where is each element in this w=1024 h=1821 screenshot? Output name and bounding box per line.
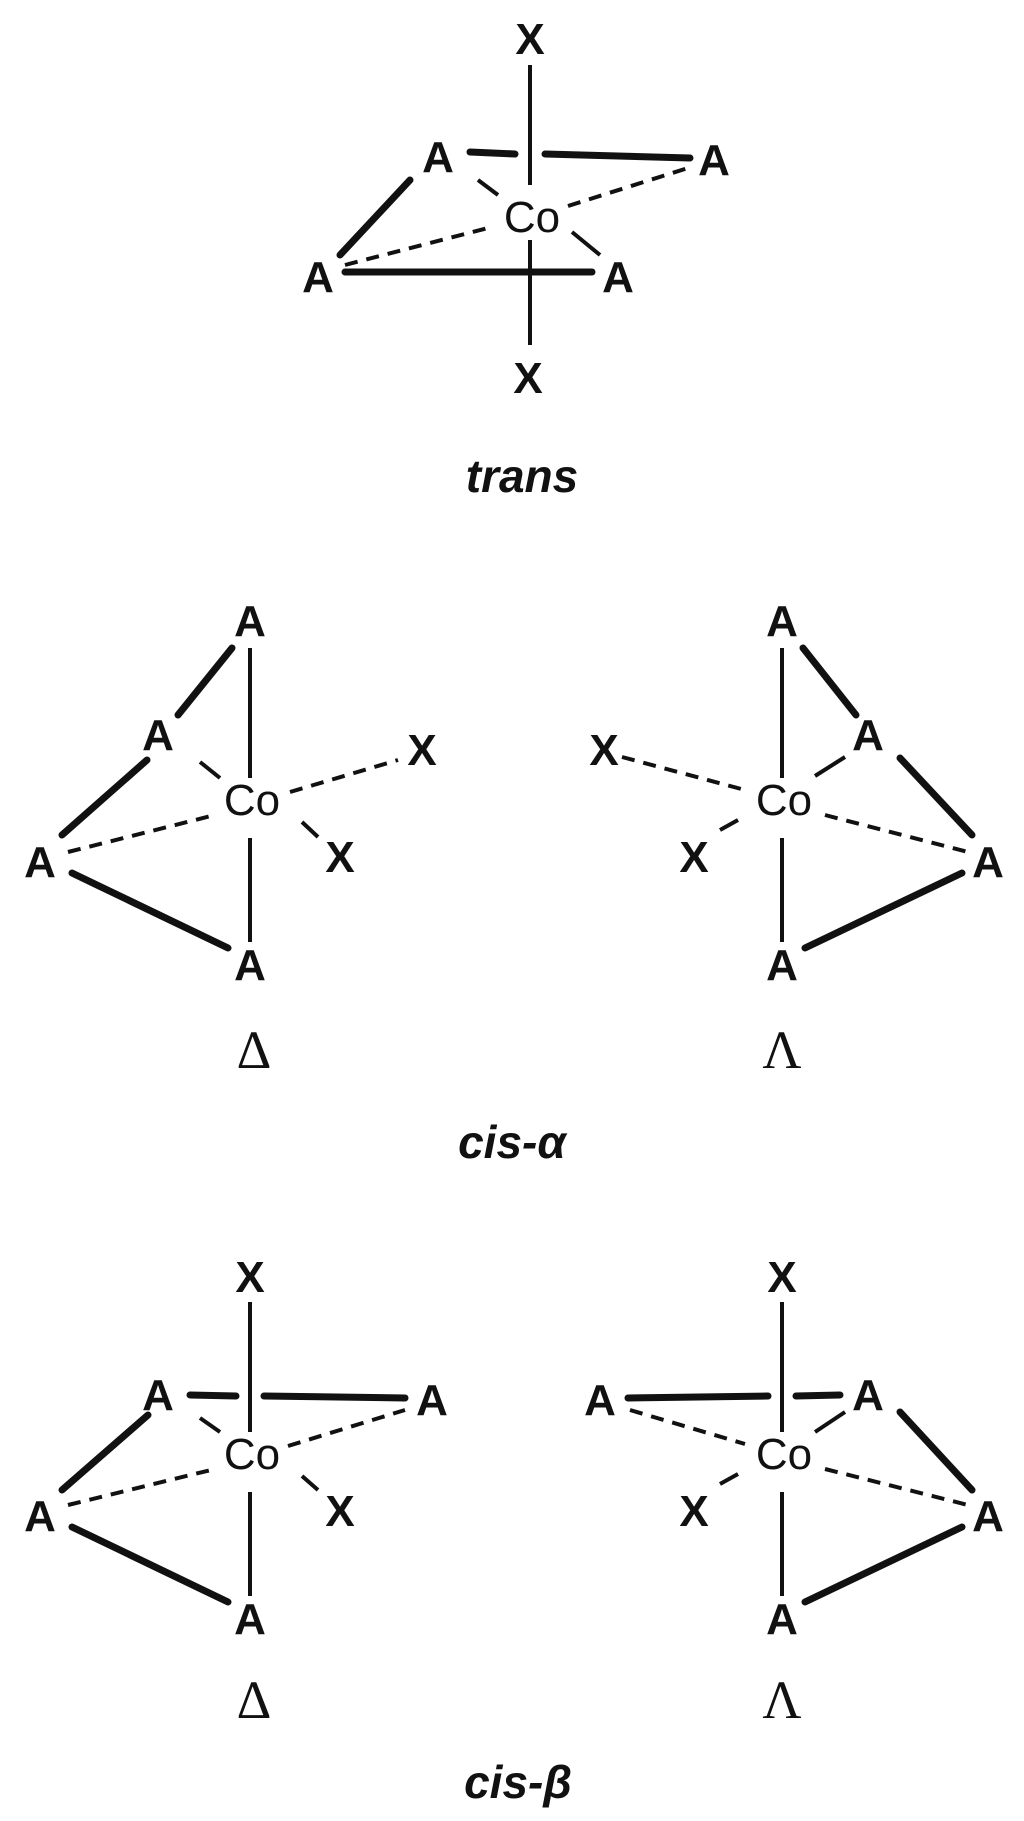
atom-a: A [302,253,334,302]
caption-cis-beta: cis-β [464,1756,572,1808]
atom-a: A [422,133,454,182]
bond [336,176,414,259]
atom-x: X [325,833,354,882]
caption-cis-alpha: cis-α [458,1116,568,1168]
bond [68,1523,232,1606]
atom-a: A [972,838,1004,887]
atom-co: Co [224,776,280,825]
bond [801,1523,966,1606]
bond [719,1472,739,1486]
atom-a: A [24,1492,56,1541]
atom-co: Co [756,1430,812,1479]
cis-alpha-lambda-structure: A X A Co X A A [589,597,1004,990]
atom-x: X [589,726,618,775]
bond [896,1408,976,1494]
bond [801,869,966,952]
bond [719,818,739,832]
atom-a: A [584,1376,616,1425]
bond [58,1411,152,1494]
atom-x: X [515,15,544,64]
bond [629,1408,746,1446]
symbol-delta: Δ [237,1020,272,1080]
bond [624,1392,772,1402]
bond [67,813,216,854]
atom-a: A [234,597,266,646]
bond [174,644,236,719]
atom-a: A [416,1376,448,1425]
atom-a: A [602,253,634,302]
symbol-delta: Δ [237,1670,272,1730]
bond [799,644,860,719]
atom-x: X [679,833,708,882]
atom-a: A [852,1371,884,1420]
atom-a: A [142,711,174,760]
bond [58,756,151,839]
symbol-lambda: Λ [762,1670,801,1730]
atom-a: A [24,838,56,887]
atom-a: A [698,136,730,185]
bond [67,1467,216,1507]
symbol-lambda: Λ [762,1020,801,1080]
bond [824,813,969,854]
bond [300,820,320,839]
bond [896,754,976,839]
bond [68,869,232,952]
atom-x: X [767,1253,796,1302]
bond [813,755,847,778]
atom-a: A [852,711,884,760]
atom-a: A [972,1492,1004,1541]
atom-co: Co [224,1430,280,1479]
atom-a: A [766,1595,798,1644]
cis-alpha-delta-structure: A A X Co X A A [24,597,437,990]
bond [476,178,500,197]
bond [792,1391,844,1400]
atom-a: A [766,597,798,646]
bond [186,1391,240,1400]
cis-beta-delta-structure: X A A Co X A A [24,1253,448,1644]
bond [813,1410,847,1434]
atom-a: A [766,941,798,990]
atom-x: X [325,1487,354,1536]
bond [260,1392,409,1402]
caption-trans: trans [466,450,578,502]
trans-structure: X A A Co A A X [302,15,730,403]
atom-co: Co [756,776,812,825]
bond [466,148,519,158]
atom-co: Co [504,193,560,242]
atom-x: X [679,1487,708,1536]
bond [198,1416,222,1434]
bond [300,1474,320,1492]
bond [621,755,746,792]
bond [570,230,602,257]
atom-x: X [513,354,542,403]
atom-a: A [234,941,266,990]
atom-a: A [142,1371,174,1420]
bond [541,150,694,162]
atom-a: A [234,1595,266,1644]
bond [289,758,399,794]
bond [824,1467,969,1507]
cis-beta-lambda-structure: X A A Co X A A [584,1253,1004,1644]
bond [567,166,689,208]
bond [287,1408,406,1448]
atom-x: X [235,1253,264,1302]
bond [344,226,489,267]
atom-x: X [407,726,436,775]
bond [198,760,222,780]
